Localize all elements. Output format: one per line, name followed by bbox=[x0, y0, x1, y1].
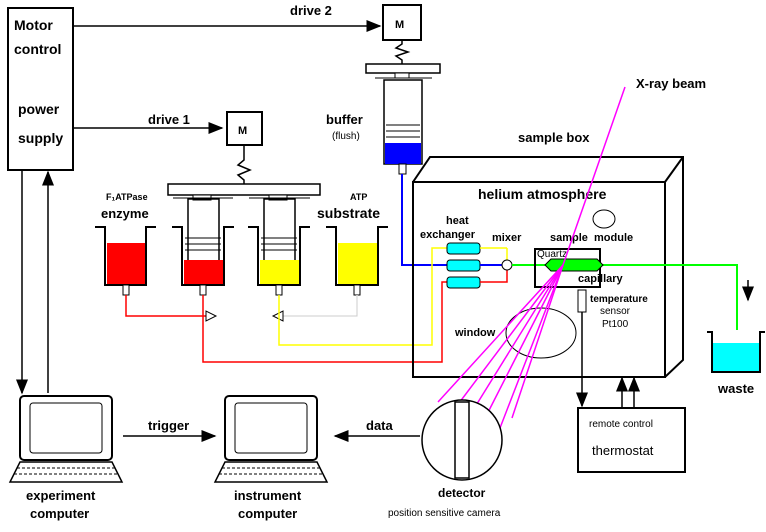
svg-text:Motor: Motor bbox=[14, 17, 53, 33]
svg-text:buffer: buffer bbox=[326, 112, 363, 127]
svg-text:thermostat: thermostat bbox=[592, 443, 654, 458]
enzyme-syringe bbox=[172, 198, 234, 296]
svg-text:supply: supply bbox=[18, 130, 63, 146]
substrate-feed-tube bbox=[278, 247, 447, 346]
svg-text:sensor: sensor bbox=[600, 306, 631, 317]
instrument-computer: instrument computer bbox=[213, 395, 329, 521]
svg-text:instrument: instrument bbox=[234, 488, 302, 503]
svg-text:experiment: experiment bbox=[26, 488, 96, 503]
svg-text:window: window bbox=[454, 327, 496, 339]
drive-1: drive 1 M bbox=[73, 111, 321, 201]
svg-text:detector: detector bbox=[438, 486, 486, 500]
svg-text:substrate: substrate bbox=[317, 205, 380, 221]
heat-exchanger bbox=[446, 242, 508, 289]
temperature-sensor: temperature sensor Pt100 bbox=[576, 289, 648, 408]
svg-text:remote control: remote control bbox=[589, 419, 653, 430]
drive-2: drive 2 M bbox=[73, 3, 441, 79]
svg-text:sample module: sample module bbox=[550, 232, 633, 244]
svg-text:M: M bbox=[395, 19, 404, 31]
svg-text:drive 2: drive 2 bbox=[290, 3, 332, 18]
enzyme-beaker bbox=[95, 226, 156, 296]
svg-text:helium atmosphere: helium atmosphere bbox=[478, 186, 607, 202]
motor-control-box: Motor control power supply bbox=[7, 7, 74, 171]
buffer-syringe: buffer (flush) bbox=[326, 79, 423, 175]
svg-text:F₁ATPase: F₁ATPase bbox=[106, 192, 148, 202]
svg-text:power: power bbox=[18, 101, 60, 117]
mixer bbox=[501, 259, 513, 271]
svg-text:(flush): (flush) bbox=[332, 131, 360, 142]
svg-text:capillary: capillary bbox=[578, 273, 624, 285]
svg-text:M: M bbox=[238, 125, 247, 137]
substrate-beaker bbox=[326, 226, 388, 296]
svg-text:heat: heat bbox=[446, 215, 469, 227]
svg-text:Quartz: Quartz bbox=[537, 249, 567, 260]
svg-text:ATP: ATP bbox=[350, 192, 367, 202]
detector: detector position sensitive camera bbox=[388, 399, 503, 519]
substrate-syringe bbox=[248, 198, 310, 296]
svg-text:enzyme: enzyme bbox=[101, 206, 149, 221]
svg-text:position sensitive camera: position sensitive camera bbox=[388, 508, 501, 519]
svg-text:mixer: mixer bbox=[492, 232, 522, 244]
enzyme-feed-tube bbox=[202, 281, 447, 363]
sample-box: sample box helium atmosphere heat exchan… bbox=[412, 130, 684, 378]
thermostat: remote control thermostat bbox=[577, 376, 686, 473]
svg-text:Pt100: Pt100 bbox=[602, 319, 629, 330]
svg-text:X-ray beam: X-ray beam bbox=[636, 76, 706, 91]
experiment-computer: experiment computer bbox=[8, 395, 124, 521]
svg-text:temperature: temperature bbox=[590, 294, 648, 305]
svg-text:control: control bbox=[14, 41, 61, 57]
svg-text:sample box: sample box bbox=[518, 130, 590, 145]
valve-enzyme bbox=[205, 310, 218, 322]
xray-beam bbox=[437, 86, 626, 433]
valve-substrate bbox=[271, 310, 284, 322]
motor-2 bbox=[382, 4, 422, 41]
svg-text:drive 1: drive 1 bbox=[148, 112, 190, 127]
svg-text:computer: computer bbox=[30, 506, 89, 521]
buffer-tube bbox=[401, 174, 447, 266]
enzyme-tube bbox=[125, 295, 206, 317]
svg-text:trigger: trigger bbox=[148, 418, 189, 433]
svg-text:waste: waste bbox=[717, 381, 754, 396]
svg-text:exchanger: exchanger bbox=[420, 229, 476, 241]
svg-text:computer: computer bbox=[238, 506, 297, 521]
svg-text:data: data bbox=[366, 418, 394, 433]
waste-beaker: waste bbox=[707, 331, 765, 396]
